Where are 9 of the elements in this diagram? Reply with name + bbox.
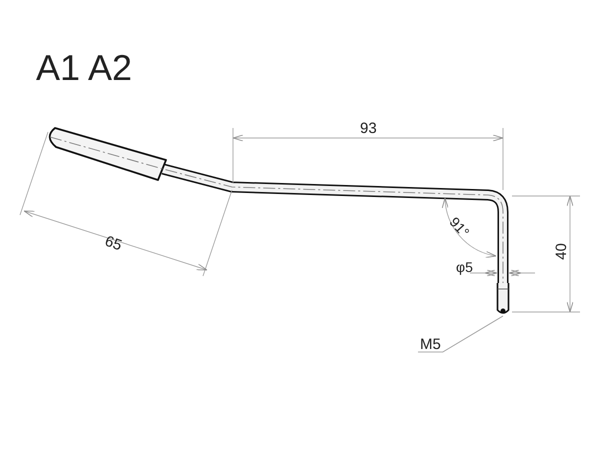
threaded-tip-drawing [496, 283, 510, 315]
dimension-label: 65 [103, 234, 124, 254]
dimension-label: 93 [360, 121, 377, 136]
callout-text: M5 [420, 337, 441, 352]
dimension-label: φ5 [456, 260, 473, 274]
dimension-label: 40 [554, 243, 569, 260]
part-title: A1 A2 [36, 50, 132, 86]
leader-line [418, 316, 504, 352]
angle-label: 91° [447, 214, 472, 240]
